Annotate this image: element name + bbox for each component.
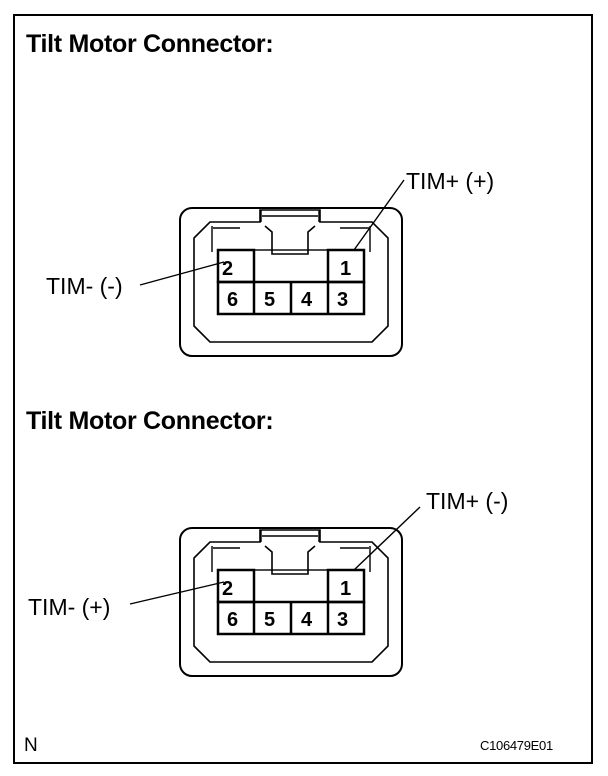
connector-2-pin-3-label: 3 xyxy=(337,609,348,631)
connector-1-right-leader xyxy=(353,179,405,251)
connector-1-housing xyxy=(179,207,403,357)
connector-2-pin-5-label: 5 xyxy=(264,609,275,631)
connector-2 xyxy=(129,506,421,677)
connector-2-left-label: TIM- (+) xyxy=(28,594,110,620)
connector-1-inner-outline xyxy=(193,209,389,343)
figure-code: C106479E01 xyxy=(480,738,553,753)
connector-2-inner-outline xyxy=(193,529,389,663)
connector-1-pin-6-label: 6 xyxy=(227,289,238,311)
connector-1-pin-5-label: 5 xyxy=(264,289,275,311)
corner-mark: N xyxy=(24,735,38,756)
connector-2-housing xyxy=(179,527,403,677)
connector-1-right-label: TIM+ (+) xyxy=(406,168,494,194)
connector-2-pin-2-label: 2 xyxy=(222,578,233,600)
connector-2-pin-1-label: 1 xyxy=(340,578,351,600)
connector-title-1: Tilt Motor Connector: xyxy=(26,30,274,58)
connector-2-right-label: TIM+ (-) xyxy=(426,488,508,514)
figure-frame xyxy=(13,14,593,764)
connector-1 xyxy=(139,179,405,357)
connector-2-pin-4-label: 4 xyxy=(301,609,313,631)
connector-1-left-leader xyxy=(139,261,225,286)
connector-2-left-leader xyxy=(129,581,225,605)
connector-1-lock xyxy=(264,225,316,255)
connector-2-pin-6-label: 6 xyxy=(227,609,238,631)
connector-2-right-leader xyxy=(353,506,421,571)
connector-2-lock xyxy=(264,545,316,575)
connector-title-2: Tilt Motor Connector: xyxy=(26,407,274,435)
connector-1-left-label: TIM- (-) xyxy=(46,273,123,299)
connector-1-pin-3-label: 3 xyxy=(337,289,348,311)
connector-1-pin-4-label: 4 xyxy=(301,289,313,311)
connector-1-pin-1-label: 1 xyxy=(340,258,351,280)
connector-1-pin-2-label: 2 xyxy=(222,258,233,280)
